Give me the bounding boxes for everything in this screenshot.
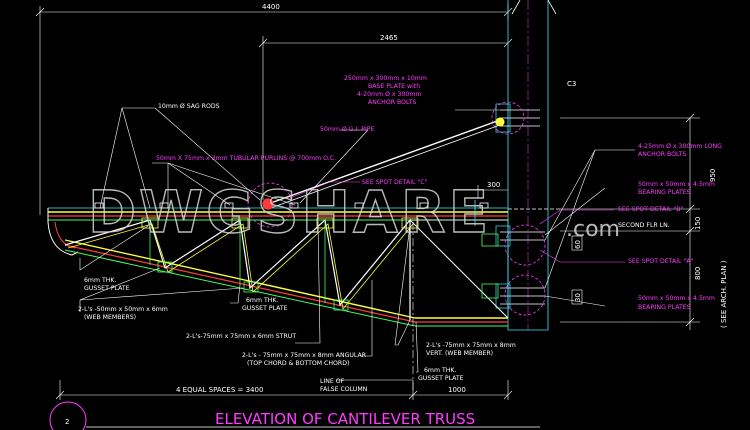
dimension-lines (35, 4, 700, 400)
watermark: DWGSHARE .com (87, 177, 620, 246)
note-gusset-left-1: 6mm THK. (84, 277, 116, 284)
dim-950: 950 (709, 169, 717, 182)
note-base-plate-2: BASE PLATE with (368, 83, 420, 90)
note-chord-1: 2-L's - 75mm x 75mm x 8mm ANGULAR (242, 352, 367, 359)
svg-text:DWGSHARE: DWGSHARE (88, 178, 491, 246)
note-gusset-right-2: GUSSET PLATE (418, 375, 464, 382)
svg-text:.com: .com (566, 217, 620, 242)
dim-bottom-spaces: 4 EQUAL SPACES = 3400 (176, 386, 263, 394)
detail-number: 2 (65, 418, 69, 426)
note-false-col-1: LINE OF (320, 378, 345, 385)
side-note: ( SEE ARCH. PLAN ) (720, 260, 728, 328)
note-vert-1: 2-L's -75mm x 75mm x 8mm (426, 342, 516, 349)
note-sag-rods: 10mm Ø SAG RODS (158, 102, 220, 110)
note-spot-a: SEE SPOT DETAIL "A" (628, 258, 694, 265)
dim-300: 300 (487, 181, 500, 189)
note-base-plate-4: ANCHOR BOLTS (368, 99, 416, 106)
note-gusset-right-1: 6mm THK. (424, 367, 456, 374)
note-bearing-top-2: BEARING PLATES (638, 189, 691, 196)
note-second-flr: SECOND FLR LN. (618, 222, 670, 229)
annotation-notes: 10mm Ø SAG RODS 250mm x 300mm x 10mm BAS… (78, 75, 722, 393)
note-web-members-2: (WEB MEMBERS) (84, 314, 136, 321)
note-spot-b: SEE SPOT DETAIL "B" (618, 206, 684, 213)
note-bearing-top-1: 50mm x 50mm x 4.5mm (638, 181, 715, 188)
cantilever-truss (47, 117, 509, 390)
note-vert-2: VERT. (WEB MEMBER) (426, 350, 493, 357)
note-gusset-mid-1: 6mm THK. (246, 297, 278, 304)
note-bearing-bot-2: BEARING PLATES (638, 304, 691, 311)
column-label: C3 (567, 80, 576, 88)
dim-800: 800 (694, 267, 702, 280)
leader-lines (79, 107, 635, 381)
drawing-title: ELEVATION OF CANTILEVER TRUSS (215, 410, 475, 428)
dimension-labels: 4400 2465 300 950 150 800 60 30 4 EQUAL … (176, 3, 728, 394)
spot-detail-circles (247, 101, 546, 316)
dim-60: 60 (574, 240, 582, 249)
note-chord-2: (TOP CHORD & BOTTOM CHORD) (247, 360, 349, 367)
note-anchor-long-2: ANCHOR BOLTS (638, 151, 686, 158)
note-anchor-long-1: 4-25mm Ø x 300mm LONG (638, 142, 722, 150)
note-base-plate-3: 4-20mm Ø x 300mm (357, 90, 421, 98)
note-base-plate-1: 250mm x 300mm x 10mm (344, 75, 427, 82)
dim-bottom-1000: 1000 (448, 386, 466, 394)
note-strut: 2-L's-75mm x 75mm x 6mm STRUT (186, 333, 296, 340)
note-gi-pipe: 50mm Ø G.I. PIPE (320, 125, 375, 133)
dim-30: 30 (574, 293, 582, 302)
note-bearing-bot-1: 50mm x 50mm x 4.5mm (638, 295, 715, 302)
detail-number-circle (49, 401, 87, 430)
title-block: 2 ELEVATION OF CANTILEVER TRUSS (49, 401, 540, 430)
dim-150: 150 (694, 217, 702, 230)
dim-top-partial: 2465 (380, 34, 398, 42)
note-gusset-left-2: GUSSET PLATE (84, 285, 130, 292)
dim-top-overall: 4400 (262, 3, 280, 11)
note-web-members-1: 2-L's -50mm x 50mm x 6mm (78, 306, 168, 313)
note-gusset-mid-2: GUSSET PLATE (242, 305, 288, 312)
note-spot-c: SEE SPOT DETAIL "C" (362, 179, 428, 186)
note-false-col-2: FALSE COLUMN (320, 386, 368, 393)
note-purlins: 50mm X 75mm x 3mm TUBULAR PURLINS @ 700m… (156, 154, 336, 162)
